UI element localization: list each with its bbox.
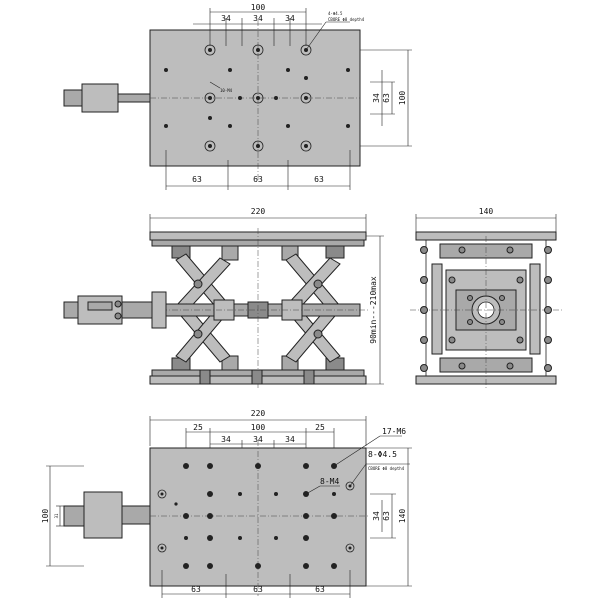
m4-hole: [274, 96, 278, 100]
top-knob: [63, 89, 83, 107]
m4-hole: [164, 68, 168, 72]
cbore-hole: [345, 543, 355, 553]
front-pivot: [221, 245, 239, 261]
cbore-hole: [252, 44, 264, 56]
m4-hole: [304, 76, 308, 80]
front-knob: [63, 301, 79, 319]
m4-hole: [228, 68, 232, 72]
top-motor-shaft: [117, 93, 151, 103]
bottom-dim-pitch-1: 25: [193, 423, 203, 432]
bottom-dim-right-inner2: 63: [382, 511, 391, 521]
bottom-dim-bottom-3: 63: [315, 585, 325, 594]
bottom-note-cbore: CBORE Φ8 depth4: [368, 466, 405, 471]
m4-hole: [286, 68, 290, 72]
m6-hole: [255, 463, 261, 469]
cbore-hole: [252, 140, 264, 152]
bottom-dim-pitch-3: 34: [253, 435, 263, 444]
top-dim-bottom-3: 63: [314, 175, 324, 184]
front-view: 220: [63, 207, 384, 390]
m4-hole: [346, 68, 350, 72]
side-arm: [431, 263, 443, 355]
cbore-hole: [300, 140, 312, 152]
bottom-dim-inner: 100: [251, 423, 266, 432]
top-dim-right-outer: 100: [398, 91, 407, 106]
side-view: 140: [410, 207, 562, 390]
top-motor-body: [81, 83, 119, 113]
bottom-note-m4: 8-M4: [320, 477, 339, 486]
m4-hole: [228, 124, 232, 128]
bottom-dim-right-outer: 140: [398, 509, 407, 524]
top-dim-pitch-2: 34: [253, 14, 263, 23]
bottom-knob: [63, 505, 85, 527]
bottom-dim-bottom-1: 63: [191, 585, 201, 594]
top-note-hole: 4-Φ4.5: [328, 11, 343, 16]
bottom-note-hole: 8-Φ4.5: [368, 450, 397, 459]
front-scissor-arms: [175, 253, 341, 363]
bottom-holes: [157, 463, 355, 569]
top-dim-right-inner2: 63: [382, 93, 391, 103]
top-holes: [164, 44, 350, 152]
m4-hole: [208, 116, 212, 120]
m4-hole: [286, 124, 290, 128]
top-dim-bottom-2: 63: [253, 175, 263, 184]
m4-hole: [346, 124, 350, 128]
side-bolts: [420, 246, 552, 372]
top-note-cbore: CBORE Φ8 depth4: [328, 17, 365, 22]
cbore-hole: [345, 481, 355, 491]
m6-hole: [183, 463, 189, 469]
bottom-dim-pitch-5: 25: [315, 423, 325, 432]
bottom-dim-right-inner: 34: [372, 511, 381, 521]
top-dim-bottom-1: 63: [192, 175, 202, 184]
side-arm: [529, 263, 541, 355]
top-dim-pitch-1: 34: [221, 14, 231, 23]
bottom-dim-overall: 220: [251, 409, 266, 418]
cbore-hole: [300, 92, 312, 104]
top-note-small: 10-M4: [220, 88, 233, 93]
top-dim-overall: 100: [251, 3, 266, 12]
bottom-view: 220 25 100 25 34 34 34: [41, 409, 412, 598]
bottom-dim-pitch-2: 34: [221, 435, 231, 444]
cbore-hole: [204, 92, 216, 104]
m4-hole: [164, 124, 168, 128]
front-motor-coupler: [121, 301, 153, 319]
side-dim-width: 140: [479, 207, 494, 216]
bottom-dim-pitch-4: 34: [285, 435, 295, 444]
bottom-dim-bottom-2: 63: [253, 585, 263, 594]
bottom-dim-left-outer: 100: [41, 509, 50, 524]
m6-hole: [207, 463, 213, 469]
front-block: [325, 245, 345, 259]
top-view: 100 34 34 34 4-Φ4.5 CBORE Φ8 depth4 10-M…: [63, 3, 412, 190]
cbore-hole: [252, 92, 264, 104]
bottom-motor-body: [83, 491, 123, 539]
m4-hole: [238, 96, 242, 100]
bottom-note-m6: 17-M6: [382, 427, 406, 436]
bottom-motor-shaft: [121, 505, 151, 525]
bottom-dim-left-inner: 31: [54, 513, 59, 518]
m6-hole: [303, 463, 309, 469]
top-dim-right-inner: 34: [372, 93, 381, 103]
top-dim-pitch-3: 34: [285, 14, 295, 23]
cbore-hole: [204, 140, 216, 152]
front-dim-width: 220: [251, 207, 266, 216]
front-dim-height: 90min---210max: [369, 276, 378, 344]
